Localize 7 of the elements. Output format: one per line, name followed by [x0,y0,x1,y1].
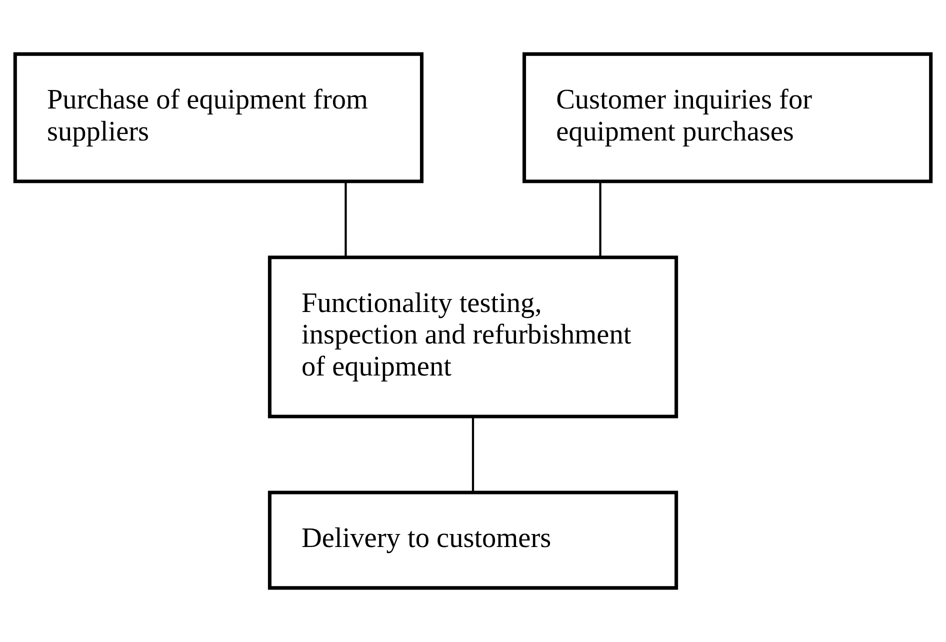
node-box: Delivery to customers [268,490,678,590]
node-box: Functionality testing, inspection and refurbishment of equipment [268,256,678,418]
node-box: Customer inquiries for equipment purchases [522,52,933,184]
node-box: Purchase of equipment from suppliers [13,52,424,184]
connector [344,182,347,257]
connector [472,416,474,492]
connector [599,182,602,257]
